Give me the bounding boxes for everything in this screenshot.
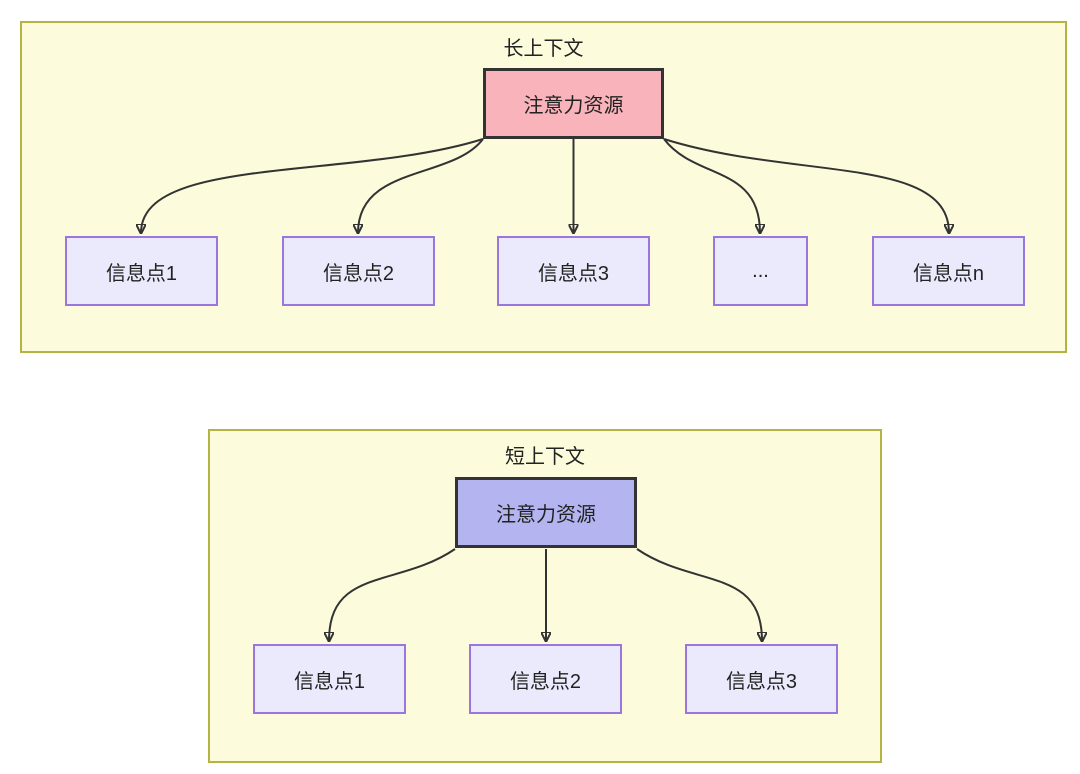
info-node-long-3: 信息点3	[497, 236, 650, 306]
long-context-title: 长上下文	[503, 38, 584, 60]
info-node-short-3-label: 信息点3	[725, 670, 798, 693]
info-node-short-3: 信息点3	[685, 644, 838, 714]
info-node-short-2: 信息点2	[469, 644, 622, 714]
info-node-long-1-label: 信息点1	[105, 262, 178, 285]
info-node-long-n: 信息点n	[872, 236, 1025, 306]
attention-box-long: 注意力资源	[483, 68, 664, 139]
short-context-title: 短上下文	[505, 446, 585, 468]
info-node-long-2-label: 信息点2	[322, 262, 395, 285]
attention-box-short-label: 注意力资源	[496, 504, 596, 526]
info-node-long-ellipsis-label: ...	[752, 259, 769, 282]
info-node-long-3-label: 信息点3	[537, 262, 610, 285]
info-node-long-ellipsis: ...	[713, 236, 808, 306]
info-node-long-1: 信息点1	[65, 236, 218, 306]
info-node-long-n-label: 信息点n	[912, 262, 985, 285]
attention-box-long-label: 注意力资源	[523, 95, 624, 117]
info-node-short-1-label: 信息点1	[293, 670, 366, 693]
info-node-short-1: 信息点1	[253, 644, 406, 714]
info-node-short-2-label: 信息点2	[509, 670, 582, 693]
attention-box-short: 注意力资源	[455, 477, 637, 548]
info-node-long-2: 信息点2	[282, 236, 435, 306]
